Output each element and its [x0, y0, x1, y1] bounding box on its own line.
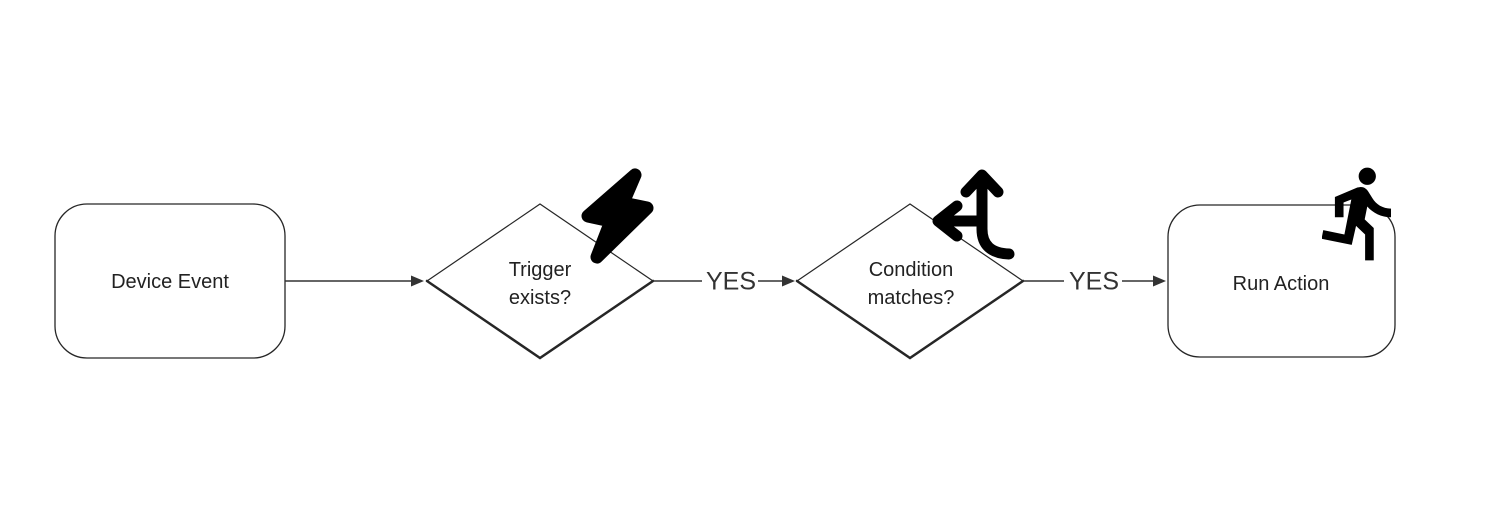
node-condition-matches-label-line2: matches?: [867, 287, 955, 309]
edge-label-yes-1: YES: [705, 267, 757, 296]
node-trigger-exists-label-line2: exists?: [508, 287, 572, 309]
node-condition-matches-label-line1: Condition: [868, 259, 954, 281]
node-condition-matches-shade: [795, 279, 1025, 360]
branch-left-arrowhead: [932, 200, 963, 242]
branch-up-arrowhead: [960, 169, 1004, 198]
node-condition-matches-label: Condition matches?: [868, 256, 955, 312]
edge-label-yes-2: YES: [1068, 267, 1120, 296]
branch-directions-icon: [932, 169, 1015, 260]
node-device-event-label: Device Event: [111, 271, 229, 293]
node-trigger-exists-label-line1: Trigger: [508, 259, 572, 281]
node-trigger-exists-label: Trigger exists?: [509, 256, 572, 312]
arrowhead-into-condition: [782, 275, 795, 287]
running-person-icon: [1322, 167, 1392, 261]
arrowhead-into-trigger: [411, 275, 424, 287]
node-trigger-exists-shade: [425, 279, 655, 360]
node-run-action-label: Run Action: [1232, 273, 1330, 295]
arrowhead-into-run-action: [1153, 275, 1166, 287]
node-run-action-shape: [1167, 204, 1396, 358]
lightning-bolt-icon: [581, 168, 654, 264]
branch-stem: [976, 172, 1015, 260]
